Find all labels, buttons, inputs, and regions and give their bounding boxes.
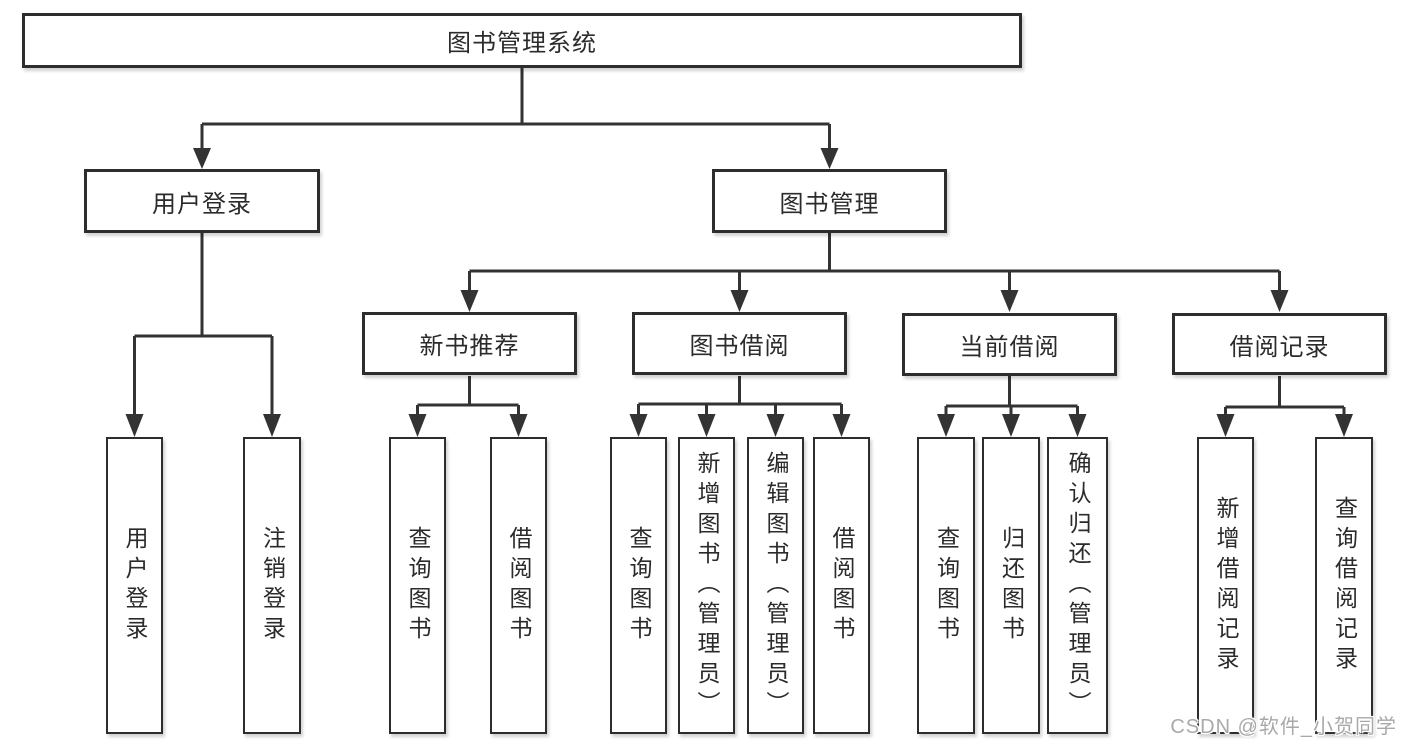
leaf-label: 借阅图书 <box>829 525 855 646</box>
leaf-label: 借阅图书 <box>506 525 532 646</box>
leaf-label: 新增图书（管理员） <box>694 450 720 721</box>
node-book-management: 图书管理 <box>712 169 947 233</box>
leaf-add-borrow-record: 新增借阅记录 <box>1197 437 1254 734</box>
leaf-label: 确认归还（管理员） <box>1065 450 1091 721</box>
leaf-user-login: 用户登录 <box>106 437 163 734</box>
leaf-edit-books-admin: 编辑图书（管理员） <box>747 437 804 734</box>
node-label: 新书推荐 <box>419 333 520 360</box>
node-label: 借阅记录 <box>1229 333 1330 361</box>
leaf-return-books: 归还图书 <box>982 437 1040 734</box>
node-new-book-recommendation: 新书推荐 <box>362 312 577 375</box>
leaf-label: 查询图书 <box>405 525 431 646</box>
leaf-query-books-current: 查询图书 <box>917 437 975 734</box>
node-label: 图书借阅 <box>689 333 790 360</box>
leaf-query-books-newrec: 查询图书 <box>389 437 446 734</box>
tree-edges <box>133 68 1346 416</box>
leaf-confirm-return-admin: 确认归还（管理员） <box>1047 437 1108 734</box>
root-node-label: 图书管理系统 <box>447 30 597 57</box>
leaf-logout: 注销登录 <box>243 437 301 734</box>
leaf-label: 注销登录 <box>259 525 286 646</box>
leaf-label: 归还图书 <box>998 525 1025 646</box>
leaf-label: 编辑图书（管理员） <box>763 450 789 721</box>
node-user-login: 用户登录 <box>84 169 320 233</box>
node-label: 当前借阅 <box>959 334 1060 361</box>
leaf-borrow-books-borrowing: 借阅图书 <box>813 437 870 734</box>
node-borrowing-records: 借阅记录 <box>1172 313 1387 375</box>
leaf-borrow-books-newrec: 借阅图书 <box>490 437 547 734</box>
leaf-label: 查询借阅记录 <box>1331 495 1358 676</box>
node-label: 用户登录 <box>152 190 252 218</box>
node-book-borrowing: 图书借阅 <box>632 312 847 375</box>
node-current-borrowing: 当前借阅 <box>902 313 1117 376</box>
leaf-query-books-borrowing: 查询图书 <box>610 437 667 734</box>
root-node: 图书管理系统 <box>22 13 1022 68</box>
watermark: CSDN @软件_小贺同学 <box>1170 716 1397 738</box>
leaf-label: 用户登录 <box>122 525 148 646</box>
leaf-query-borrow-record: 查询借阅记录 <box>1315 437 1373 734</box>
leaf-label: 查询图书 <box>933 525 960 646</box>
arrowheads <box>125 148 1353 437</box>
leaf-add-books-admin: 新增图书（管理员） <box>678 437 735 734</box>
leaf-label: 查询图书 <box>626 525 652 646</box>
leaf-label: 新增借阅记录 <box>1213 495 1239 676</box>
node-label: 图书管理 <box>779 190 880 218</box>
